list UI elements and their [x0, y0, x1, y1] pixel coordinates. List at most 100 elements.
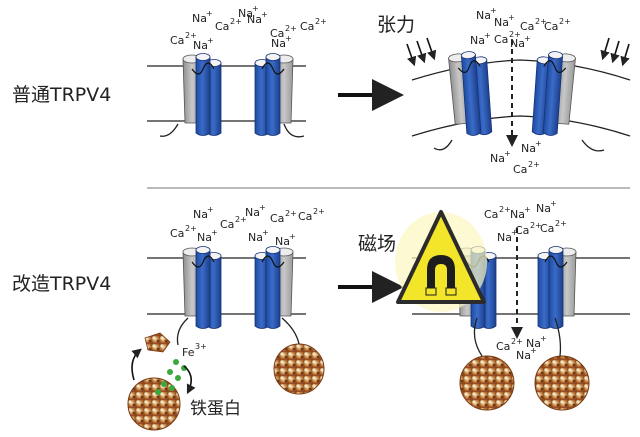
sodium-ion-label: Na: [516, 349, 531, 362]
calcium-ion-label: Ca: [170, 227, 184, 240]
sodium-charge: +: [524, 34, 531, 43]
svg-text:3+: 3+: [195, 342, 207, 351]
trpv4-channel-modified-closed: [182, 246, 294, 329]
label-tension: 张力: [377, 14, 415, 36]
sodium-charge: +: [535, 139, 542, 148]
ferritin-sphere: [273, 343, 325, 395]
sodium-ion-label: Na: [497, 231, 512, 244]
calcium-charge: 2+: [230, 17, 242, 26]
channel-half-left: [182, 246, 222, 329]
blue-helix: [460, 54, 482, 136]
sodium-charge: +: [252, 4, 259, 13]
calcium-ion-label: Ca: [220, 218, 234, 231]
membrane-normal-right: [411, 59, 631, 137]
sodium-ion-label: Na: [494, 16, 509, 29]
sodium-ion-label: Na: [490, 152, 505, 165]
sodium-charge: +: [484, 31, 491, 40]
calcium-charge: 2+: [315, 17, 327, 26]
blue-helix: [265, 56, 281, 136]
calcium-charge: 2+: [313, 207, 325, 216]
trpv4-channel-normal-open: [448, 51, 576, 136]
calcium-charge: 2+: [185, 224, 197, 233]
sodium-ion-label: Na: [510, 208, 525, 221]
channel-half-left: [182, 53, 222, 136]
ferritin-sphere: [127, 377, 181, 431]
blue-helix: [265, 249, 281, 329]
sodium-ion-label: Na: [248, 231, 263, 244]
sodium-ion-label: Na: [275, 235, 290, 248]
assembly-arrows: [131, 348, 196, 395]
calcium-charge: 2+: [555, 219, 567, 228]
sodium-ion-label: Na: [536, 202, 551, 215]
sodium-charge: +: [540, 334, 547, 343]
ferritin-sphere: [534, 355, 590, 411]
ferritin-tethers: [159, 123, 605, 357]
calcium-ion-label: Ca: [513, 163, 527, 176]
calcium-ion-label: Ca: [544, 20, 558, 33]
sodium-charge: +: [490, 6, 497, 15]
label-normal-trpv4: 普通TRPV4: [12, 84, 111, 106]
iron-ions: [155, 359, 187, 395]
sodium-charge: +: [207, 36, 214, 45]
ferritin-sphere: [459, 355, 515, 411]
sodium-charge: +: [511, 228, 518, 237]
svg-text:Fe: Fe: [182, 346, 195, 359]
sodium-ion-label: Na: [192, 12, 207, 25]
blue-helix: [548, 249, 564, 329]
sodium-ion-label: Na: [470, 34, 485, 47]
channel-half-right: [531, 51, 576, 136]
calcium-ion-label: Ca: [540, 222, 554, 235]
sodium-charge: +: [262, 228, 269, 237]
sodium-charge: +: [211, 228, 218, 237]
sodium-charge: +: [261, 10, 268, 19]
triple-down-arrow-icon: [600, 37, 630, 67]
magnet-warning-sign-icon: [395, 210, 487, 312]
sodium-ion-label: Na: [247, 13, 262, 26]
calcium-ion-label: Ca: [496, 340, 510, 353]
channel-half-left: [448, 51, 493, 136]
label-fe3: Fe 3+: [182, 342, 207, 359]
calcium-ion-label: Ca: [494, 33, 508, 46]
calcium-charge: 2+: [528, 160, 540, 169]
calcium-charge: 2+: [285, 209, 297, 218]
calcium-charge: 2+: [185, 31, 197, 40]
calcium-ion-label: Ca: [300, 20, 314, 33]
channel-half-right: [537, 246, 577, 329]
sodium-charge: +: [504, 149, 511, 158]
sodium-ion-label: Na: [197, 231, 212, 244]
sodium-charge: +: [285, 34, 292, 43]
calcium-ion-label: Ca: [215, 20, 229, 33]
label-magnetic-field: 磁场: [358, 233, 396, 255]
sodium-charge: +: [508, 13, 515, 22]
calcium-charge: 2+: [285, 24, 297, 33]
calcium-charge: 2+: [511, 337, 523, 346]
calcium-ion-label: Ca: [270, 212, 284, 225]
sodium-ion-label: Na: [238, 7, 253, 20]
blue-helix: [195, 249, 211, 329]
calcium-ion-label: Ca: [520, 20, 534, 33]
ferritin-subunit-fragment: [144, 332, 171, 353]
sodium-charge: +: [524, 205, 531, 214]
sodium-ion-label: Na: [193, 39, 208, 52]
sodium-ion-label: Na: [526, 337, 541, 350]
calcium-ion-label: Ca: [298, 210, 312, 223]
sodium-charge: +: [530, 346, 537, 355]
calcium-ion-label: Ca: [270, 27, 284, 40]
label-modified-trpv4: 改造TRPV4: [12, 273, 111, 295]
sodium-ion-label: Na: [245, 206, 260, 219]
blue-helix: [542, 54, 564, 136]
sodium-ion-label: Na: [521, 142, 536, 155]
calcium-charge: 2+: [559, 17, 571, 26]
channel-half-right: [254, 53, 294, 136]
calcium-ion-label: Ca: [484, 208, 498, 221]
calcium-ion-label: Ca: [515, 224, 529, 237]
calcium-charge: 2+: [509, 30, 521, 39]
trpv4-channel-normal-closed: [182, 53, 294, 136]
sodium-ion-label: Na: [476, 9, 491, 22]
sodium-charge: +: [259, 203, 266, 212]
triple-down-arrow-icon: [406, 37, 437, 67]
sodium-ion-label: Na: [271, 37, 286, 50]
sodium-charge: +: [206, 9, 213, 18]
